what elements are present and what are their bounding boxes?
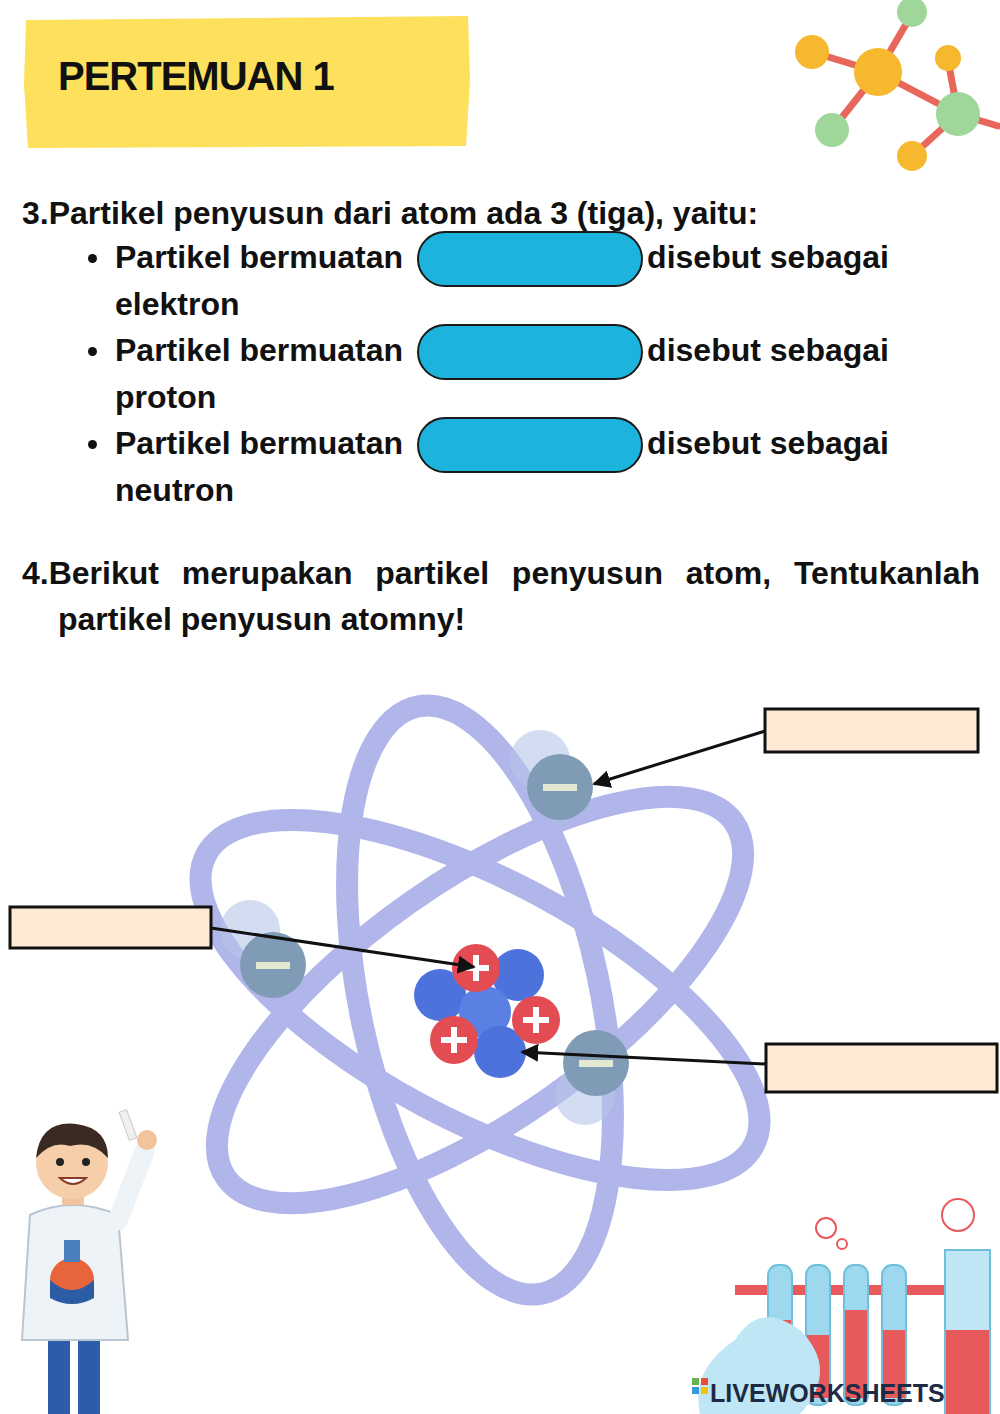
watermark: LIVEWORKSHEETS <box>710 1370 1000 1414</box>
bullet-dot <box>88 440 97 449</box>
bullet-text: Partikel bermuatan <box>115 425 403 461</box>
answer-box <box>10 709 997 1092</box>
page-title: PERTEMUAN 1 <box>58 54 334 99</box>
bullet-item: Partikel bermuatandisebut sebagai proton <box>115 327 983 420</box>
nucleus <box>414 944 560 1078</box>
bullet-item: Partikel bermuatandisebut sebagai neutro… <box>115 420 983 513</box>
question-text: 3.Partikel penyusun dari atom ada 3 (tig… <box>22 190 992 236</box>
answer-blank <box>417 231 643 287</box>
bullet-dot <box>88 347 97 356</box>
bullet-text: Partikel bermuatan <box>115 332 403 368</box>
atom <box>150 682 810 1319</box>
watermark-icon <box>692 1378 708 1394</box>
bullet-text: Partikel bermuatan <box>115 239 403 275</box>
answer-blank <box>417 324 643 380</box>
bullet-dot <box>88 254 97 263</box>
molecule-icon <box>795 0 998 171</box>
leader-arrow <box>211 731 766 1064</box>
question-text: 4.Berikut merupakan partikel penyusun at… <box>22 550 980 642</box>
title-band <box>24 16 470 148</box>
electron <box>220 730 629 1125</box>
answer-blank <box>417 417 643 473</box>
scientist <box>22 1110 157 1414</box>
bullet-item: Partikel bermuatandisebut sebagai elektr… <box>115 234 983 327</box>
